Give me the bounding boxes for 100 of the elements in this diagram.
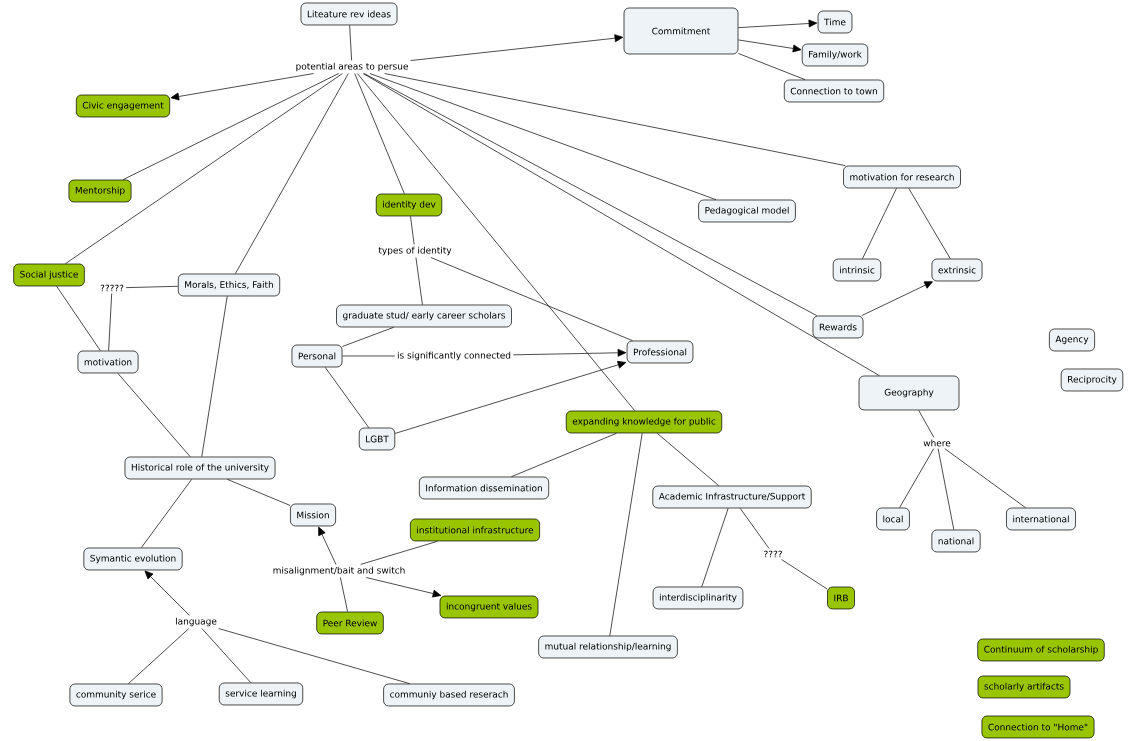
concept-box: motivation bbox=[77, 350, 139, 374]
connector bbox=[861, 281, 933, 316]
connector bbox=[128, 628, 190, 684]
connector bbox=[354, 73, 405, 194]
connector bbox=[369, 73, 717, 200]
connector bbox=[918, 410, 935, 438]
linking-phrase: ????? bbox=[98, 282, 126, 294]
connector bbox=[56, 286, 101, 351]
linking-phrase: ???? bbox=[761, 548, 785, 560]
connector bbox=[899, 448, 935, 508]
connector bbox=[738, 19, 818, 28]
connector bbox=[360, 541, 438, 565]
concept-box: Rewards bbox=[812, 315, 864, 339]
concept-box: Connection to town bbox=[783, 79, 885, 103]
connector bbox=[415, 257, 423, 305]
connector bbox=[342, 327, 394, 347]
concept-box: Mentorship bbox=[68, 179, 132, 203]
connector bbox=[170, 73, 314, 101]
concept-box: Information dissemination bbox=[418, 476, 550, 500]
concept-box: Liteature rev ideas bbox=[300, 2, 398, 26]
concept-box: graduate stud/ early career scholars bbox=[336, 304, 512, 328]
connector bbox=[365, 577, 442, 598]
linking-phrase: language bbox=[173, 615, 219, 629]
linking-phrase: potential areas to persue bbox=[293, 60, 411, 74]
connector bbox=[108, 293, 113, 351]
concept-box: Professional bbox=[626, 340, 694, 364]
concept-box: Civic engagement bbox=[75, 94, 171, 118]
connector bbox=[218, 628, 411, 684]
connector bbox=[65, 73, 343, 264]
connector bbox=[349, 25, 352, 61]
concept-box: Time bbox=[817, 10, 853, 34]
concept-box: incongruent values bbox=[439, 595, 539, 619]
connector bbox=[944, 448, 1026, 508]
connector bbox=[122, 73, 340, 180]
connector bbox=[656, 433, 720, 486]
concept-box: Family/work bbox=[801, 43, 869, 67]
connector bbox=[738, 39, 802, 53]
connector bbox=[318, 526, 337, 565]
connector bbox=[394, 361, 627, 434]
connector bbox=[430, 257, 633, 341]
concept-box: scholarly artifacts bbox=[977, 675, 1071, 699]
connector bbox=[340, 577, 348, 612]
concept-box: identity dev bbox=[375, 193, 443, 217]
concept-box: Agency bbox=[1049, 328, 1095, 352]
concept-box: international bbox=[1006, 507, 1076, 531]
connector bbox=[201, 296, 228, 457]
connector bbox=[235, 73, 349, 274]
concept-box: communiy based reserach bbox=[383, 683, 515, 707]
concept-box: Commitment bbox=[623, 7, 739, 55]
connector bbox=[739, 508, 770, 549]
concept-box: local bbox=[876, 507, 910, 531]
linking-phrase: where bbox=[921, 437, 953, 449]
connector bbox=[226, 479, 291, 506]
connector bbox=[141, 479, 192, 548]
connector bbox=[511, 433, 617, 477]
concept-box: expanding knowledge for public bbox=[565, 410, 723, 434]
connector bbox=[201, 628, 252, 683]
connector bbox=[144, 570, 190, 616]
linking-phrase: misalignment/bait and switch bbox=[270, 564, 408, 578]
connector bbox=[384, 73, 846, 166]
concept-box: extrinsic bbox=[931, 258, 983, 282]
linking-phrase: types of identity bbox=[376, 244, 454, 258]
concept-box: community serice bbox=[69, 683, 163, 707]
concept-box: Mission bbox=[290, 503, 336, 527]
concept-box: interdisciplinarity bbox=[652, 586, 744, 610]
concept-box: mutual relationship/learning bbox=[538, 635, 678, 659]
connector bbox=[701, 508, 729, 587]
concept-box: Reciprocity bbox=[1060, 368, 1124, 392]
connector bbox=[410, 216, 415, 245]
connector bbox=[512, 348, 627, 357]
connector bbox=[324, 367, 370, 428]
connector bbox=[908, 188, 951, 259]
connector bbox=[125, 285, 179, 288]
connector bbox=[609, 433, 643, 636]
concept-box: Geography bbox=[858, 375, 960, 411]
connector bbox=[781, 559, 828, 590]
concept-box: Continuum of scholarship bbox=[977, 638, 1105, 662]
concept-box: LGBT bbox=[358, 427, 396, 451]
connector bbox=[862, 188, 897, 259]
concept-box: motivation for research bbox=[843, 165, 961, 189]
concept-box: Peer Review bbox=[316, 611, 384, 635]
concept-box: Pedagogical model bbox=[698, 199, 796, 223]
concept-box: Historical role of the university bbox=[124, 456, 276, 480]
connector bbox=[410, 34, 624, 61]
concept-box: service learning bbox=[218, 682, 304, 706]
connector bbox=[342, 355, 396, 357]
connector bbox=[357, 73, 636, 411]
linking-phrase: is significantly connected bbox=[395, 349, 513, 363]
connector bbox=[937, 448, 955, 530]
concept-box: Personal bbox=[291, 344, 343, 368]
concept-box: Morals, Ethics, Faith bbox=[177, 273, 281, 297]
concept-box: Academic Infrastructure/Support bbox=[652, 485, 812, 509]
concept-box: Symantic evolution bbox=[83, 547, 183, 571]
concept-box: Social justice bbox=[13, 263, 85, 287]
concept-box: institutional infrastructure bbox=[410, 518, 540, 542]
concept-box: national bbox=[931, 529, 981, 553]
concept-box: intrinsic bbox=[832, 258, 882, 282]
connector bbox=[117, 373, 191, 457]
concept-box: IRB bbox=[827, 586, 855, 610]
connector bbox=[362, 73, 880, 376]
